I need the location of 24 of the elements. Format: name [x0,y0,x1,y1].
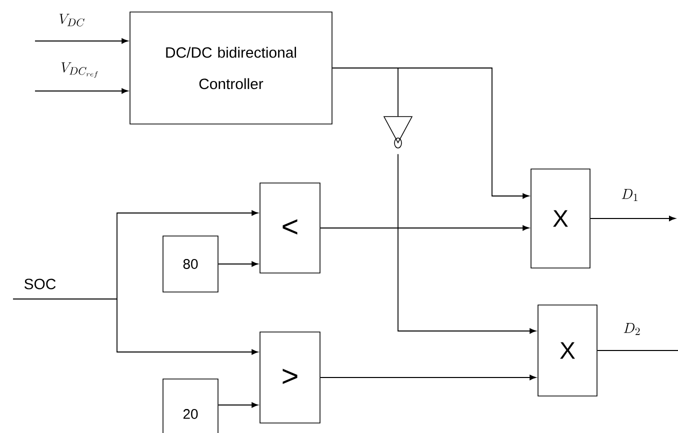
edge-label: $D_2$ [622,322,642,336]
arrow [218,402,258,408]
edge-label: $V_{DC_{ref}}$ [60,61,100,79]
arrow [34,88,128,94]
arrow [398,154,536,334]
constant-box: 80 [162,236,218,292]
comparator-box: < [260,182,320,274]
arrow [12,210,258,300]
edge-label: $V_{DC}$ [58,12,86,28]
multiplier-box: X [538,304,598,396]
arrow [320,374,536,380]
multiplier-box: X [530,168,590,268]
constant-box: 20 [162,378,218,433]
arrow [320,225,530,231]
controller-box: DC/DC bidirectional Controller [130,12,332,124]
edge-label: SOC [22,278,58,290]
edge-label: $D_1$ [620,188,640,202]
arrow [218,261,258,267]
arrow [34,38,128,44]
comparator-box: > [260,332,320,424]
arrow [590,216,676,222]
connector-line [596,350,678,351]
arrow [116,298,258,355]
connector-line [332,68,398,117]
